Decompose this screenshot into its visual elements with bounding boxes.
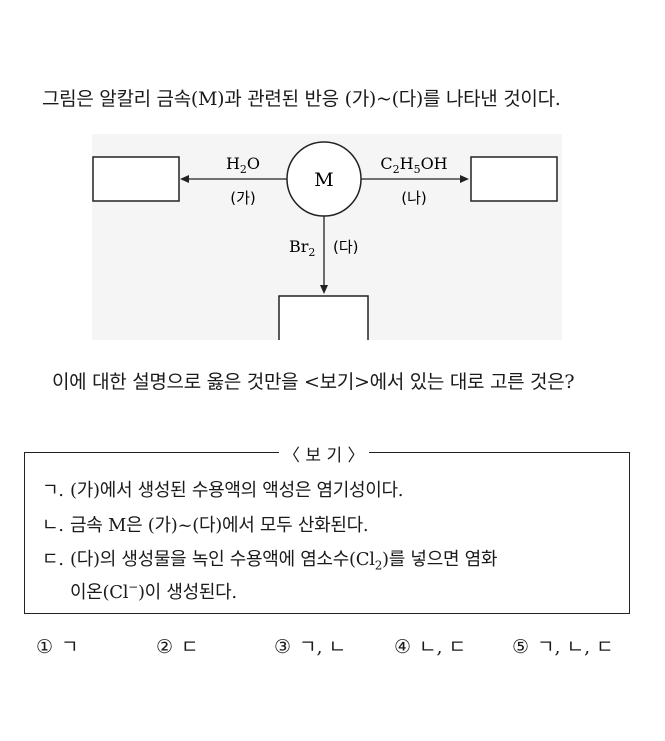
intro-text: 그림은 알칼리 금속(M)과 관련된 반응 (가)~(다)를 나타낸 것이다. [42, 88, 561, 110]
statement-text: 금속 M은 (가)~(다)에서 모두 산화된다. [70, 515, 369, 536]
step-label-na: (나) [401, 189, 427, 207]
metal-circle [286, 141, 362, 217]
question-text: 이에 대한 설명으로 옳은 것만을 <보기>에서 있는 대로 고른 것은? [52, 371, 575, 393]
bogi-title: 〈 보 기 〉 [279, 441, 369, 466]
statement-2: ㄴ. 금속 M은 (가)~(다)에서 모두 산화된다. [42, 511, 369, 537]
statement-3: ㄷ. (다)의 생성물을 녹인 수용액에 염소수(Cl2)를 넣으면 염화 [42, 545, 497, 573]
statement-3-continued: 이온(Cl−)이 생성된다. [70, 580, 237, 603]
reaction-diagram: M H2O (가) C2H5OH (나) Br2 (다) [92, 134, 562, 340]
statement-marker: ㄴ. [42, 515, 64, 536]
step-label-da: (다) [333, 238, 359, 256]
arrowhead-down [320, 285, 328, 294]
product-box-left [92, 156, 180, 202]
statement-marker: ㄱ. [42, 480, 64, 501]
statement-marker: ㄷ. [42, 549, 64, 570]
product-box-right [470, 156, 558, 202]
reagent-water: H2O [226, 154, 260, 176]
statement-text: (가)에서 생성된 수용액의 액성은 염기성이다. [70, 480, 404, 501]
step-label-ga: (가) [230, 189, 256, 207]
reagent-ethanol: C2H5OH [380, 154, 447, 176]
arrowhead-left [180, 175, 189, 183]
reagent-bromine: Br2 [289, 237, 315, 259]
product-box-bottom [278, 295, 369, 340]
metal-label: M [314, 169, 333, 191]
arrowhead-right [460, 175, 469, 183]
statement-1: ㄱ. (가)에서 생성된 수용액의 액성은 염기성이다. [42, 476, 404, 502]
statement-text: (다)의 생성물을 녹인 수용액에 염소수(Cl2)를 넣으면 염화 [70, 549, 498, 573]
